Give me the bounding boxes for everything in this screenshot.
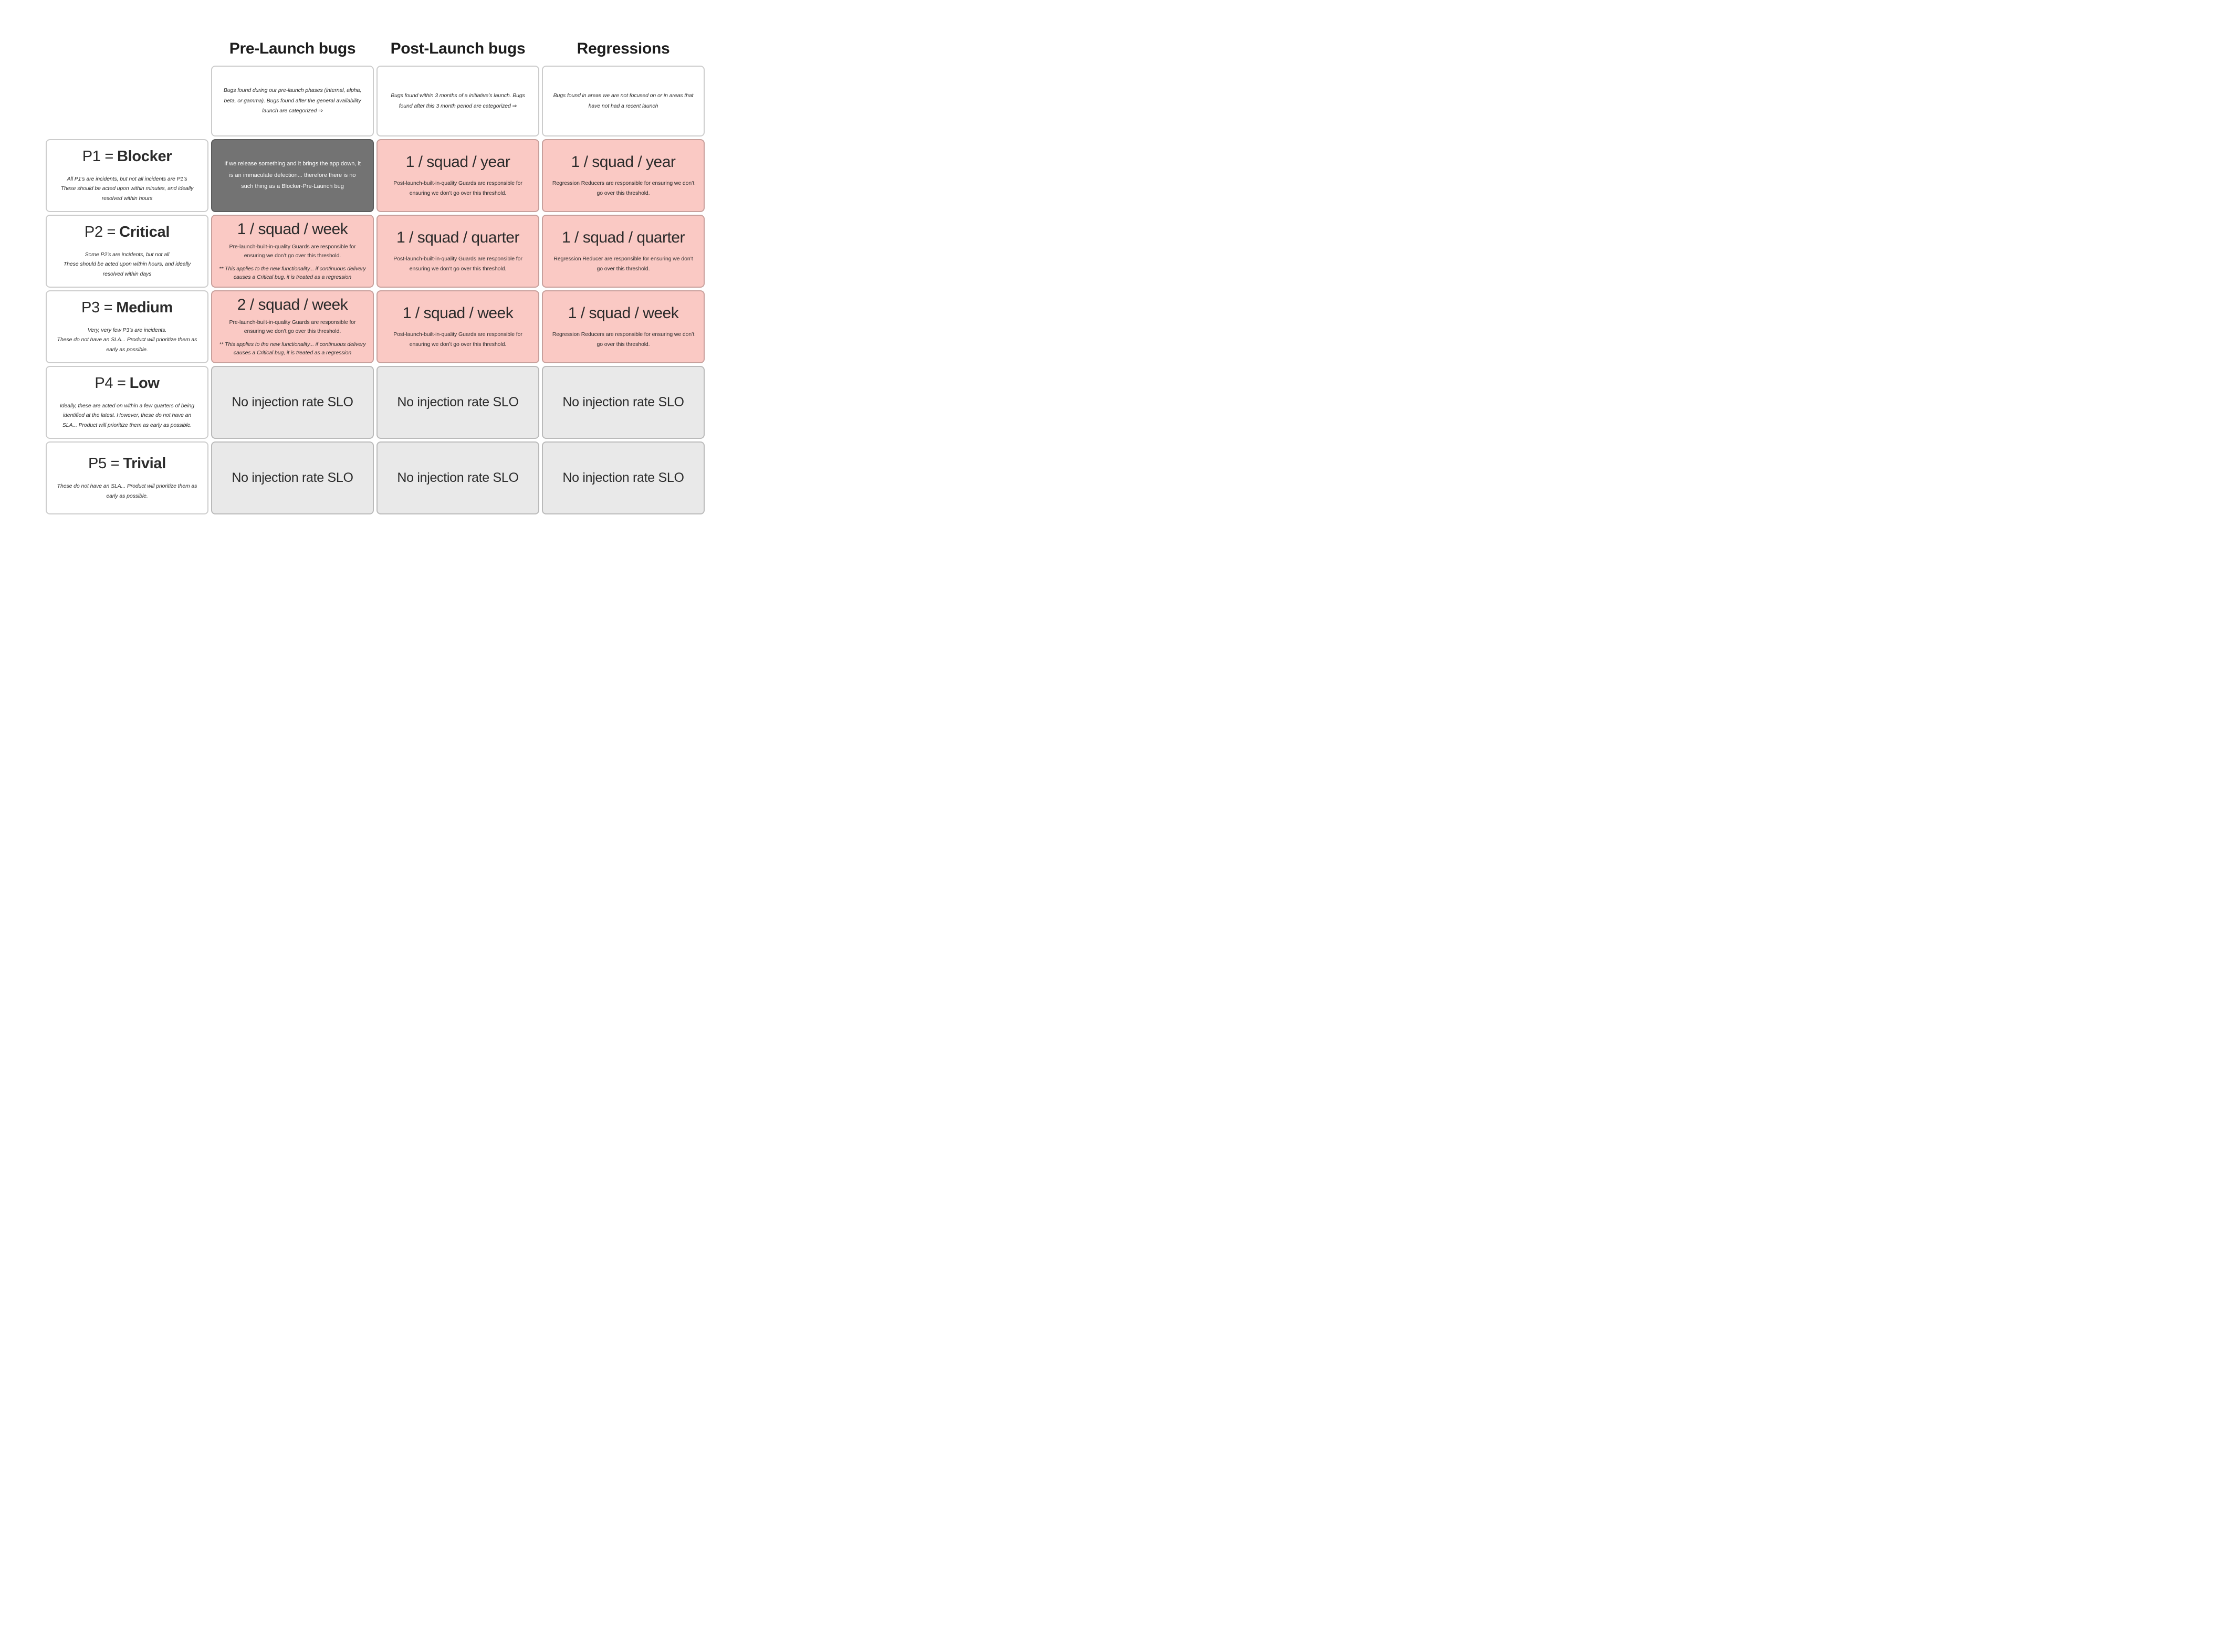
- cell-p5-regressions: No injection rate SLO: [542, 441, 705, 514]
- column-description-text: Bugs found in areas we are not focused o…: [553, 92, 694, 109]
- column-header-pre-launch: Pre-Launch bugs: [211, 27, 374, 63]
- priority-name: Blocker: [117, 148, 172, 165]
- slo-value: 1 / squad / week: [237, 220, 348, 238]
- slo-value: 1 / squad / week: [568, 304, 679, 322]
- column-title: Regressions: [577, 40, 670, 57]
- priority-name: Low: [129, 375, 160, 392]
- row-title-p5: P5 =Trivial: [88, 455, 166, 472]
- row-title-p1: P1 =Blocker: [82, 148, 172, 165]
- cell-p3-regressions: 1 / squad / week Regression Reducers are…: [542, 290, 705, 363]
- priority-name: Trivial: [123, 455, 166, 472]
- cell-p2-pre-launch: 1 / squad / week Pre-launch-built-in-qua…: [211, 215, 374, 288]
- column-description-post-launch: Bugs found within 3 months of a initiati…: [376, 66, 539, 136]
- cell-p1-regressions: 1 / squad / year Regression Reducers are…: [542, 139, 705, 212]
- priority-name: Critical: [119, 224, 170, 241]
- no-slo-text: No injection rate SLO: [232, 470, 353, 485]
- cell-note: Post-launch-built-in-quality Guards are …: [393, 180, 522, 196]
- row-label-p3: P3 =Medium Very, very few P3’s are incid…: [46, 290, 208, 363]
- slo-value: 1 / squad / week: [402, 304, 514, 322]
- row-title-p2: P2 =Critical: [85, 224, 170, 241]
- row-description: Very, very few P3’s are incidents. These…: [57, 327, 197, 353]
- no-slo-text: No injection rate SLO: [562, 470, 684, 485]
- priority-code: P5 =: [88, 455, 120, 472]
- row-description: These do not have an SLA... Product will…: [57, 483, 197, 499]
- cell-note: Pre-launch-built-in-quality Guards are r…: [229, 243, 356, 259]
- corner-spacer: [46, 27, 208, 63]
- row-label-p2: P2 =Critical Some P2’s are incidents, bu…: [46, 215, 208, 288]
- row-description: All P1’s are incidents, but not all inci…: [60, 176, 194, 202]
- cell-footnote: ** This applies to the new functionality…: [219, 341, 366, 356]
- column-description-pre-launch: Bugs found during our pre-launch phases …: [211, 66, 374, 136]
- cell-p2-post-launch: 1 / squad / quarter Post-launch-built-in…: [376, 215, 539, 288]
- column-header-post-launch: Post-Launch bugs: [376, 27, 539, 63]
- cell-p4-regressions: No injection rate SLO: [542, 366, 705, 439]
- cell-note: Post-launch-built-in-quality Guards are …: [393, 331, 522, 348]
- priority-code: P2 =: [84, 224, 116, 241]
- slo-value: 1 / squad / quarter: [562, 229, 685, 247]
- description-row-spacer: [46, 66, 208, 136]
- cell-p4-pre-launch: No injection rate SLO: [211, 366, 374, 439]
- cell-note: Regression Reducers are responsible for …: [552, 331, 695, 348]
- cell-p1-pre-launch: If we release something and it brings th…: [211, 139, 374, 212]
- cell-p1-post-launch: 1 / squad / year Post-launch-built-in-qu…: [376, 139, 539, 212]
- cell-note: Pre-launch-built-in-quality Guards are r…: [229, 319, 356, 334]
- column-description-regressions: Bugs found in areas we are not focused o…: [542, 66, 705, 136]
- priority-slo-matrix: Pre-Launch bugs Post-Launch bugs Regress…: [46, 27, 705, 514]
- cell-p4-post-launch: No injection rate SLO: [376, 366, 539, 439]
- row-description: Some P2’s are incidents, but not all The…: [63, 251, 191, 277]
- row-title-p4: P4 =Low: [95, 375, 160, 392]
- cell-p5-pre-launch: No injection rate SLO: [211, 441, 374, 514]
- row-label-p4: P4 =Low Ideally, these are acted on with…: [46, 366, 208, 439]
- no-slo-text: No injection rate SLO: [397, 470, 519, 485]
- priority-code: P4 =: [95, 375, 126, 392]
- slo-value: 1 / squad / year: [571, 153, 676, 171]
- cell-note: If we release something and it brings th…: [224, 161, 361, 190]
- bug-priority-slo-board: Pre-Launch bugs Post-Launch bugs Regress…: [0, 0, 739, 551]
- no-slo-text: No injection rate SLO: [562, 395, 684, 409]
- slo-value: 2 / squad / week: [237, 296, 348, 313]
- cell-note: Post-launch-built-in-quality Guards are …: [393, 256, 522, 272]
- cell-note: Regression Reducers are responsible for …: [552, 180, 695, 196]
- row-description: Ideally, these are acted on within a few…: [59, 403, 195, 428]
- column-description-text: Bugs found within 3 months of a initiati…: [391, 92, 525, 109]
- row-title-p3: P3 =Medium: [81, 299, 173, 317]
- cell-p5-post-launch: No injection rate SLO: [376, 441, 539, 514]
- priority-name: Medium: [116, 299, 173, 317]
- cell-p3-pre-launch: 2 / squad / week Pre-launch-built-in-qua…: [211, 290, 374, 363]
- column-description-text: Bugs found during our pre-launch phases …: [223, 87, 362, 114]
- row-label-p1: P1 =Blocker All P1’s are incidents, but …: [46, 139, 208, 212]
- priority-code: P3 =: [81, 299, 113, 317]
- cell-p3-post-launch: 1 / squad / week Post-launch-built-in-qu…: [376, 290, 539, 363]
- slo-value: 1 / squad / quarter: [396, 229, 520, 247]
- no-slo-text: No injection rate SLO: [232, 395, 353, 409]
- row-label-p5: P5 =Trivial These do not have an SLA... …: [46, 441, 208, 514]
- cell-note: Regression Reducer are responsible for e…: [553, 256, 693, 272]
- column-title: Post-Launch bugs: [390, 40, 526, 57]
- no-slo-text: No injection rate SLO: [397, 395, 519, 409]
- cell-p2-regressions: 1 / squad / quarter Regression Reducer a…: [542, 215, 705, 288]
- slo-value: 1 / squad / year: [405, 153, 510, 171]
- cell-footnote: ** This applies to the new functionality…: [219, 265, 366, 281]
- column-title: Pre-Launch bugs: [229, 40, 356, 57]
- column-header-regressions: Regressions: [542, 27, 705, 63]
- priority-code: P1 =: [82, 148, 114, 165]
